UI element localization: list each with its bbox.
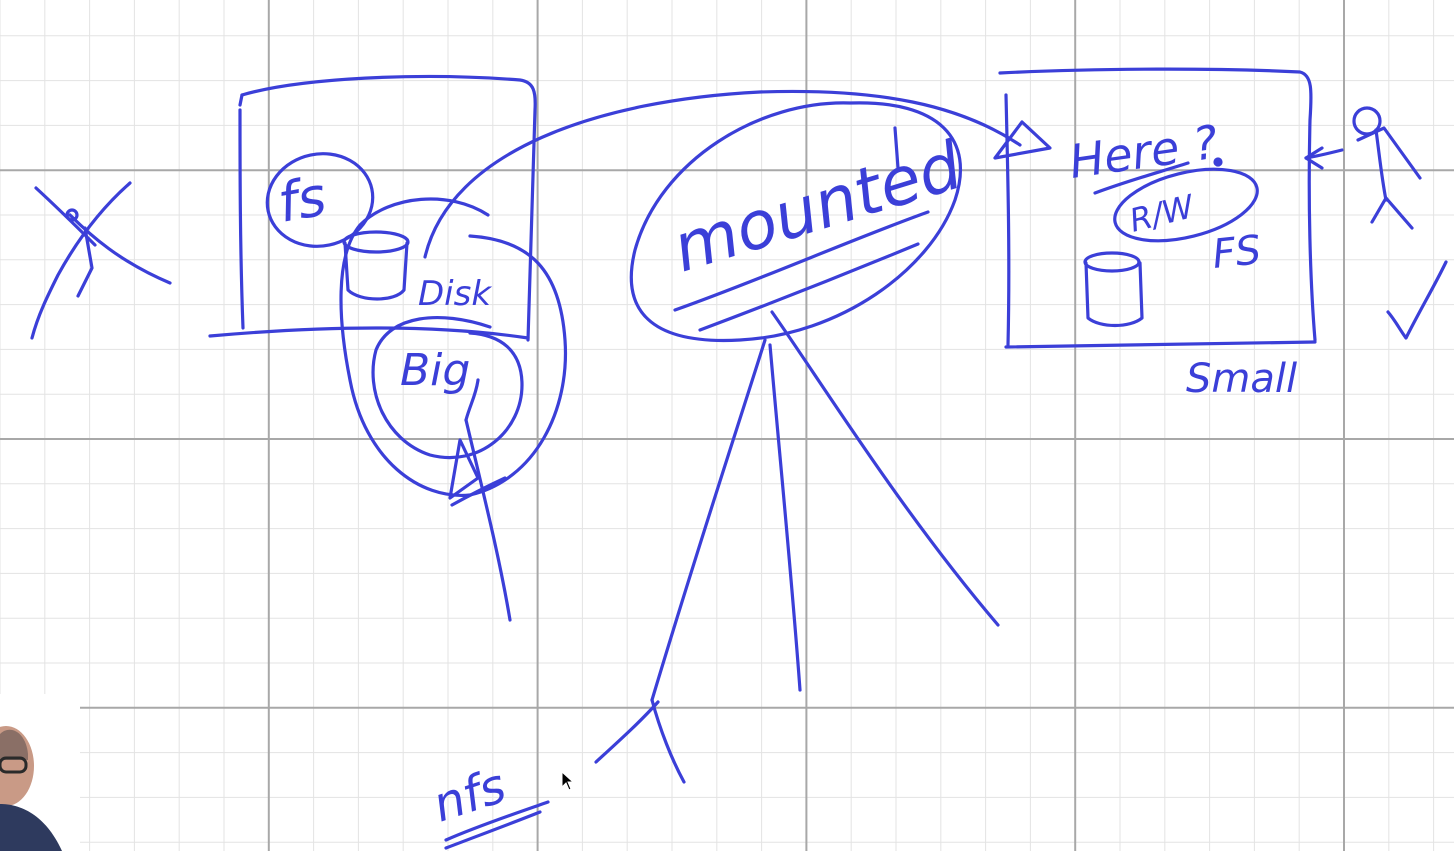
- big-machine-box: [208, 74, 537, 342]
- mounted-underline-2: [698, 242, 920, 332]
- ink-layer: [30, 67, 1448, 850]
- small-machine-box: [998, 67, 1317, 349]
- mounted-tick: [893, 126, 900, 170]
- label-mounted: mounted: [664, 127, 971, 288]
- nfs-underline-2: [444, 810, 542, 850]
- label-rw: R/W: [1126, 187, 1199, 240]
- big-circle: [371, 316, 524, 460]
- check-mark-icon: [1386, 260, 1448, 340]
- arrow-up-to-big: [448, 378, 512, 622]
- mounted-legs: [594, 310, 1000, 784]
- mounted-underline-1: [673, 210, 930, 312]
- cylinder-disk-icon-left: [342, 230, 410, 301]
- text-layer: fs Disk Big mounted Here ? R/W FS Small …: [273, 115, 1297, 834]
- crossed-stick-figure-icon: [30, 181, 172, 340]
- stick-figure-icon: [1352, 106, 1422, 230]
- label-nfs: nfs: [426, 758, 512, 834]
- presenter-thumbnail-icon: [0, 694, 80, 851]
- cylinder-disk-icon-right: [1083, 251, 1144, 328]
- arrow-cursor-icon: [561, 771, 575, 791]
- rw-ellipse: [1113, 167, 1259, 243]
- here-underline: [1093, 161, 1190, 195]
- question-dot: [1213, 157, 1223, 167]
- arrow-person-to-box: [1304, 146, 1344, 170]
- mounted-ellipse: [629, 101, 962, 343]
- label-fs-right: FS: [1210, 227, 1263, 278]
- label-small: Small: [1186, 356, 1297, 402]
- nfs-underline-1: [444, 800, 550, 842]
- disk-loop: [339, 197, 568, 498]
- label-fs-left: fs: [273, 165, 330, 235]
- fs-left-circle: [265, 152, 375, 248]
- label-big: Big: [400, 345, 470, 396]
- label-disk: Disk: [418, 274, 492, 314]
